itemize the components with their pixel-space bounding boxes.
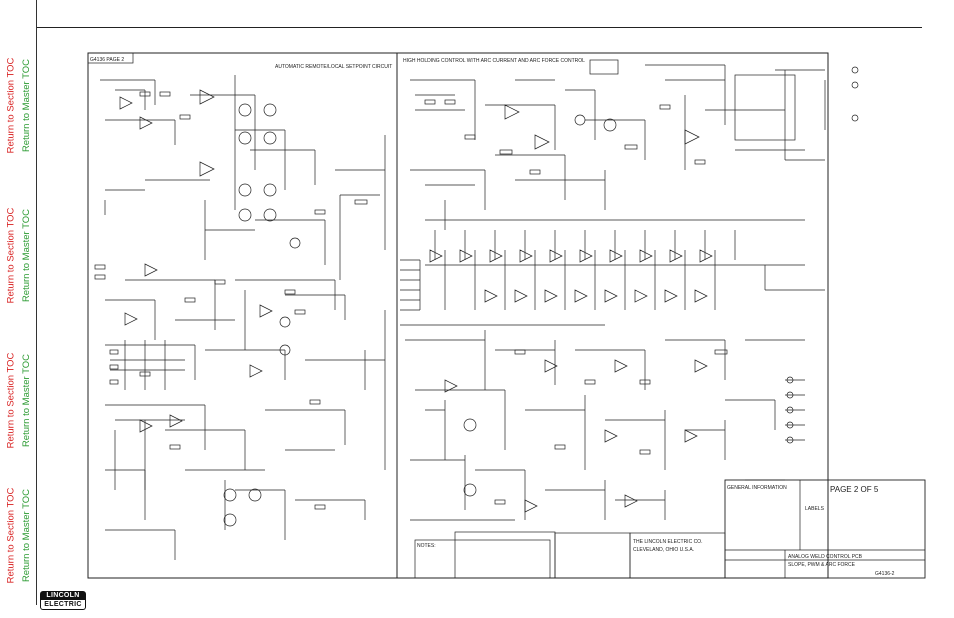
return-to-master-toc-link-4[interactable]: Return to Master TOC [21,488,33,582]
page-label: PAGE 2 OF 5 [830,485,879,494]
right-circuit-title: HIGH HOLDING CONTROL WITH ARC CURRENT AN… [403,58,585,64]
general-information-heading: GENERAL INFORMATION [727,485,787,491]
return-to-section-toc-link-3[interactable]: Return to Section TOC [5,352,17,448]
drawing-number: G4136-2 [875,571,895,577]
toc-sidebar: Return to Section TOC Return to Master T… [0,0,37,618]
drawing-title-line-2: SLOPE, PWM & ARC FORCE [788,562,856,568]
header-rule [37,27,922,28]
left-circuit-title: AUTOMATIC REMOTE/LOCAL SETPOINT CIRCUIT [275,64,392,70]
company-name: THE LINCOLN ELECTRIC CO. [633,539,702,545]
company-city: CLEVELAND, OHIO U.S.A. [633,547,694,553]
labels-heading: LABELS [805,506,825,512]
notes-heading: NOTES: [417,543,436,549]
return-to-master-toc-link-3[interactable]: Return to Master TOC [21,353,33,447]
wiring-schematic: G4136 PAGE 2 AUTOMATIC REMOTE/LOCAL SETP… [87,52,926,579]
sheet-ref: G4136 PAGE 2 [90,57,124,63]
return-to-section-toc-link-2[interactable]: Return to Section TOC [5,207,17,303]
lincoln-electric-logo: LINCOLN ELECTRIC [40,591,86,610]
return-to-section-toc-link-1[interactable]: Return to Section TOC [5,57,17,153]
return-to-master-toc-link-2[interactable]: Return to Master TOC [21,208,33,302]
sidebar-divider [36,0,37,605]
return-to-section-toc-link-4[interactable]: Return to Section TOC [5,487,17,583]
return-to-master-toc-link-1[interactable]: Return to Master TOC [21,58,33,152]
drawing-title-line-1: ANALOG WELD CONTROL PCB [788,554,863,560]
